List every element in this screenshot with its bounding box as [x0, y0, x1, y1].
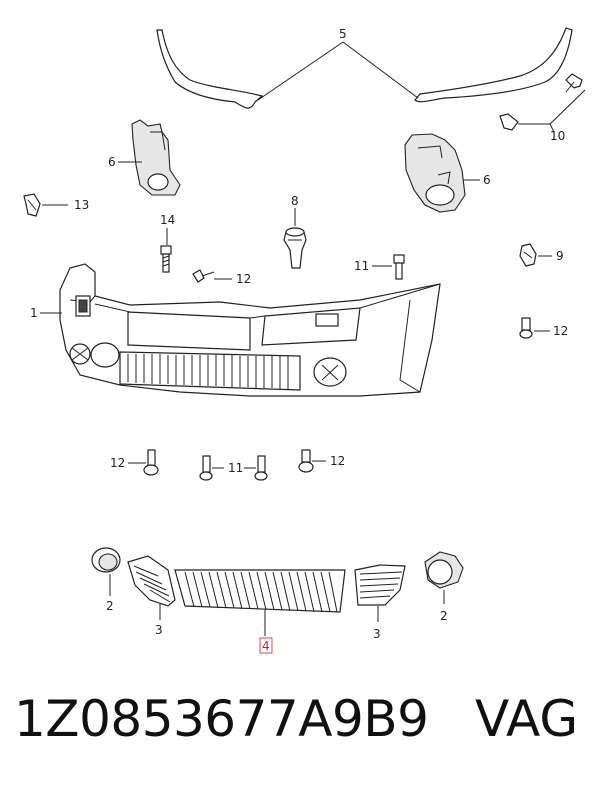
upper-trim-strip-part: [156, 27, 573, 109]
fog-lamp-bracket-right-part: [404, 133, 466, 213]
callout-3-left-label: 3: [155, 623, 163, 637]
screw-10-parts: [499, 73, 583, 131]
callout-6-right-label: 6: [483, 173, 491, 187]
callout-12d-label: 12: [330, 454, 345, 468]
callout-14: 14: [160, 213, 175, 245]
side-grille-right-part: [354, 564, 406, 606]
callout-5: 5: [257, 27, 419, 101]
callout-6-left-label: 6: [108, 155, 116, 169]
fog-lamp-ring-left-part: [91, 547, 121, 573]
callout-10-label: 10: [550, 129, 565, 143]
callout-2-left: 2: [106, 574, 114, 613]
callout-14-label: 14: [160, 213, 175, 227]
callout-3-left: 3: [155, 604, 163, 637]
callout-1: 1: [30, 306, 62, 320]
callout-1-label: 1: [30, 306, 38, 320]
screw-12c-part: [143, 449, 159, 476]
callout-3-right-label: 3: [373, 627, 381, 641]
clip-13-part: [23, 193, 41, 217]
callout-12b: 12: [534, 324, 568, 338]
callout-12a-label: 12: [236, 272, 251, 286]
callout-11-top: 11: [354, 259, 392, 273]
bolt-11-bottom-parts: [199, 455, 268, 481]
side-grille-left-part: [127, 555, 176, 607]
callout-8-label: 8: [291, 194, 299, 208]
callout-3-right: 3: [373, 606, 381, 641]
bolt-14-part: [160, 245, 172, 273]
callout-10: 10: [518, 89, 586, 143]
callout-11-bottom: 11: [212, 461, 256, 475]
part-number: 1Z0853677A9B9: [14, 690, 429, 748]
callout-13-label: 13: [74, 198, 89, 212]
callout-4: 4: [259, 610, 273, 654]
brand-name: VAG: [475, 690, 579, 748]
callout-6-left: 6: [108, 155, 142, 169]
center-grille-part: [174, 569, 346, 613]
callout-2-left-label: 2: [106, 599, 114, 613]
callout-12c-label: 12: [110, 456, 125, 470]
callout-11-bottom-label: 11: [228, 461, 243, 475]
plug-8-part: [283, 227, 307, 269]
callout-12c: 12: [110, 456, 146, 470]
callout-2-right-label: 2: [440, 609, 448, 623]
callout-12a: 12: [214, 272, 251, 286]
callout-12d: 12: [312, 454, 345, 468]
callout-6-right: 6: [463, 173, 491, 187]
bolt-11-top-part: [393, 254, 405, 280]
fog-lamp-bracket-left-part: [131, 119, 181, 196]
callout-8: 8: [291, 194, 299, 226]
screw-12b-part: [519, 317, 533, 339]
fog-lamp-cover-right-part: [424, 551, 464, 589]
callout-13: 13: [42, 198, 89, 212]
callout-9-label: 9: [556, 249, 564, 263]
front-bumper-part: [59, 263, 441, 397]
callout-5-label: 5: [339, 27, 347, 41]
screw-12a-part: [192, 269, 215, 283]
callout-2-right: 2: [440, 590, 448, 623]
callout-4-label: 4: [262, 639, 270, 653]
clip-nut-9-part: [519, 243, 537, 267]
callout-9: 9: [538, 249, 564, 263]
callout-11-top-label: 11: [354, 259, 369, 273]
screw-12d-part: [298, 449, 314, 473]
callout-12b-label: 12: [553, 324, 568, 338]
